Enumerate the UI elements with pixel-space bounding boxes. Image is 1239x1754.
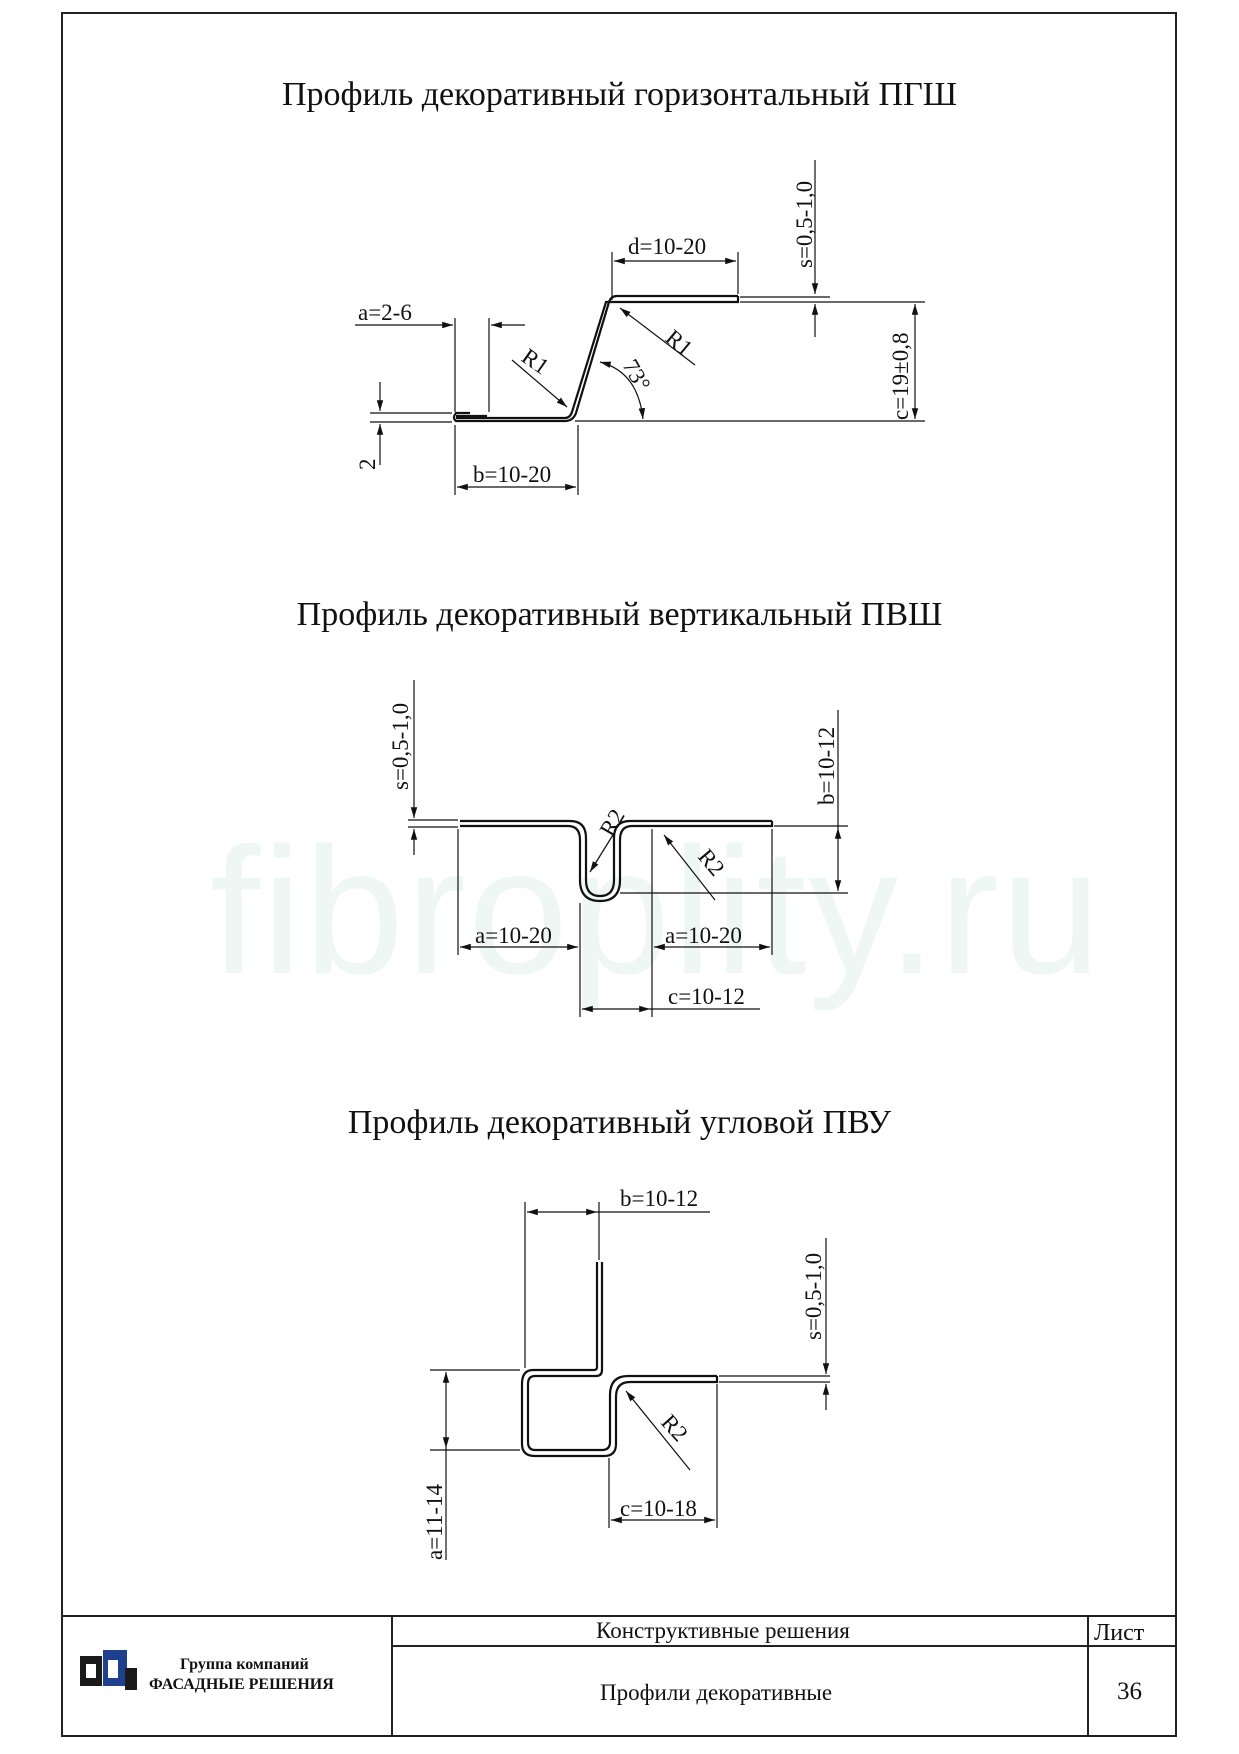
pgsh-dim-s: s=0,5-1,0 (792, 181, 817, 268)
pgsh-drawing (355, 160, 925, 495)
pvu-dim-s: s=0,5-1,0 (801, 1253, 826, 1340)
pvu-profile-outer (526, 1262, 717, 1452)
pgsh-dimension-labels: s=0,5-1,0 d=10-20 a=2-6 R1 R1 73° c=19±0… (355, 181, 913, 487)
pvu-dim-c: c=10-18 (620, 1496, 697, 1521)
pvu-dim-a: a=11-14 (422, 1484, 447, 1560)
pgsh-dim-angle: 73° (618, 355, 656, 395)
pgsh-dim-r1-right: R1 (661, 325, 698, 361)
pvsh-dim-r2-top: R2 (595, 805, 630, 841)
title-pvu: Профиль декоративный угловой ПВУ (347, 1104, 892, 1141)
pgsh-dim-d: d=10-20 (628, 234, 706, 259)
pvsh-dim-a-right: a=10-20 (665, 923, 742, 948)
pgsh-dim-two: 2 (355, 459, 380, 471)
pgsh-dim-a: a=2-6 (358, 300, 412, 325)
pvsh-dim-b: b=10-12 (814, 727, 839, 805)
pgsh-profile-outer (452, 294, 738, 423)
company-name-line1: Группа компаний (180, 1656, 309, 1673)
pvsh-profile-outer (460, 819, 772, 898)
title-pgsh: Профиль декоративный горизонтальный ПГШ (281, 76, 958, 113)
pvu-dim-r2: R2 (656, 1410, 693, 1447)
pvsh-dim-r2-side: R2 (693, 844, 729, 881)
pgsh-dim-c: c=19±0,8 (888, 332, 913, 420)
sheet-label: Лист (1094, 1620, 1145, 1646)
drawing-sheet-frame (61, 12, 1177, 1737)
title-block-lines (61, 1615, 1177, 1737)
pgsh-dim-r1-left: R1 (517, 344, 553, 380)
company-logo (80, 1650, 137, 1690)
document-title: Профили декоративные (600, 1680, 833, 1705)
pvsh-dim-s: s=0,5-1,0 (388, 703, 413, 790)
pvsh-profile-inner (460, 821, 774, 903)
sheet-number: 36 (1117, 1678, 1142, 1705)
title-pvsh: Профиль декоративный вертикальный ПВШ (296, 596, 943, 633)
pvsh-drawing (408, 680, 848, 1017)
pvsh-dim-c: c=10-12 (668, 984, 745, 1009)
pvsh-dim-a-left: a=10-20 (475, 923, 552, 948)
pvu-drawing (430, 1202, 830, 1560)
company-name-line2: ФАСАДНЫЕ РЕШЕНИЯ (149, 1676, 334, 1693)
pvu-dimension-labels: b=10-12 s=0,5-1,0 R2 a=11-14 c=10-18 (422, 1186, 826, 1560)
pvu-profile-inner (520, 1262, 719, 1458)
pgsh-profile-inner (456, 296, 740, 420)
pvu-dim-b: b=10-12 (620, 1186, 698, 1211)
section-title: Конструктивные решения (596, 1618, 850, 1643)
watermark: fibroplity.ru (210, 811, 1103, 1012)
pgsh-dim-b: b=10-20 (473, 462, 551, 487)
